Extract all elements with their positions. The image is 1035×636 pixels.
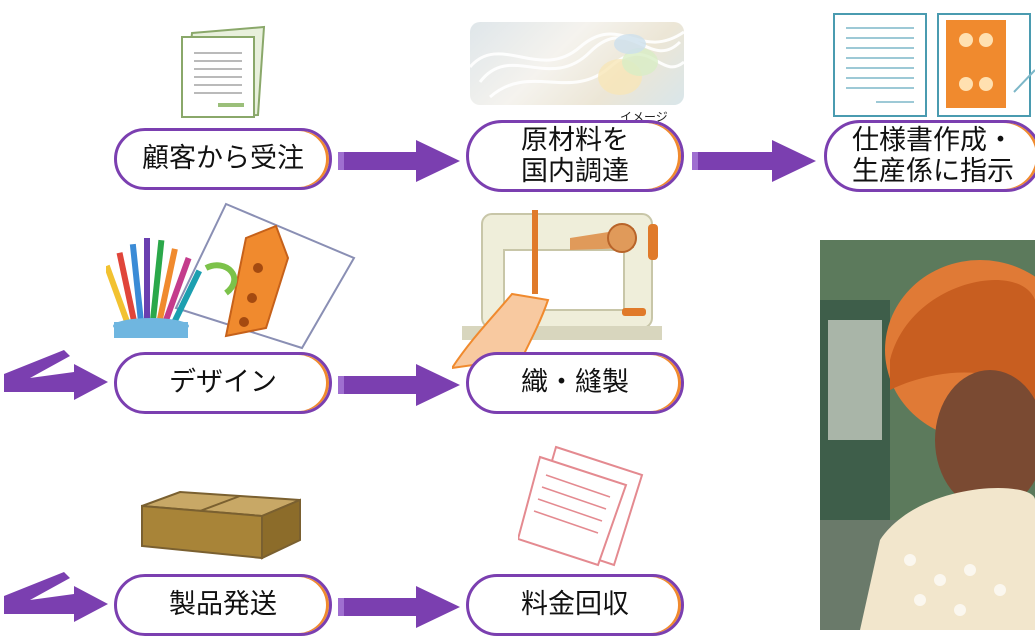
design-sketch-icon — [106, 202, 356, 350]
return-arrow-icon — [4, 572, 108, 622]
step-design: デザイン — [114, 352, 332, 414]
arrow-right-icon — [338, 586, 460, 628]
sewing-machine-icon — [452, 210, 662, 370]
step-material: 原材料を 国内調達 — [466, 120, 684, 192]
step-spec: 仕様書作成・ 生産係に指示 — [824, 120, 1035, 192]
return-arrow-icon — [4, 350, 108, 400]
document-icon — [181, 25, 266, 119]
arrow-right-icon — [692, 140, 816, 182]
step-order: 顧客から受注 — [114, 128, 332, 190]
spec-sheets-icon — [833, 13, 1035, 117]
customer-photo — [820, 240, 1035, 630]
invoice-icon — [518, 445, 644, 567]
package-icon — [141, 490, 301, 560]
arrow-right-icon — [338, 364, 460, 406]
yarn-image — [470, 22, 684, 105]
arrow-right-icon — [338, 140, 460, 182]
step-ship: 製品発送 — [114, 574, 332, 636]
step-payment: 料金回収 — [466, 574, 684, 636]
step-weave: 織・縫製 — [466, 352, 684, 414]
